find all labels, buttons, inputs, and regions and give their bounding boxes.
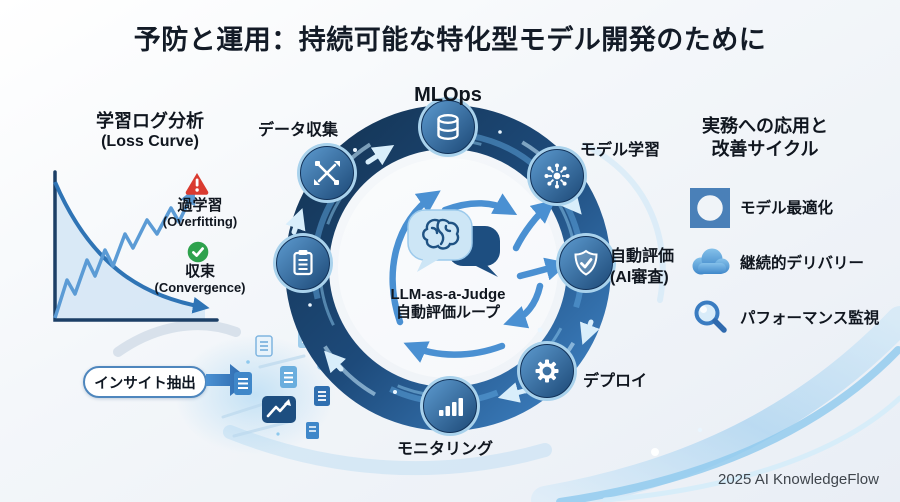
loss-curve-chart [53,170,219,322]
ring-flow-arrows [285,144,600,403]
label-monitoring: モニタリング [396,441,493,458]
node-database [418,97,478,157]
shuffle-icon [314,161,340,185]
node-model-training [527,146,587,206]
inner-loop-arrows [389,190,569,363]
label-model-training: モデル学習 [580,142,661,159]
page-title: 予防と運用：持続可能な特化型モデル開発のために [133,25,767,55]
bar-chart-icon [439,398,463,416]
warning-icon [185,173,209,195]
right-item-performance-monitoring: パフォーマンス監視 [740,310,880,327]
document-icon [306,422,319,439]
mlops-heading: MLOps [414,84,482,106]
label-deploy: デプロイ [583,373,648,390]
convergence-curve [53,181,210,314]
convergence-sublabel: (Convergence) [154,280,246,295]
overfitting-zigzag-line [53,188,196,319]
center-label-line1: LLM-as-a-Judge [390,286,506,303]
cloud-icon [692,248,730,275]
right-item-model-optimization: モデル最適化 [740,200,834,217]
document-icon [255,335,273,357]
footer-credit: 2025 AI KnowledgeFlow [718,471,879,488]
chart-axes [53,170,219,322]
node-data-collection [297,143,357,203]
label-auto-evaluation: 自動評価 [610,248,675,265]
label-auto-evaluation-sub: (AI審査) [610,269,669,286]
brain-icon [422,218,460,250]
document-icon [234,372,252,395]
clipboard-icon [293,250,313,276]
node-logs [273,233,333,293]
document-icon [314,386,330,406]
trend-chart-icon [262,396,296,423]
right-panel-heading-line2: 改善サイクル [711,139,819,159]
node-deploy [517,341,577,401]
llm-judge-icon [407,209,500,277]
loss-area-fill [55,182,205,320]
overfitting-label: 過学習 [177,197,223,214]
check-circle-icon [187,241,209,263]
center-label-line2: 自動評価ループ [395,304,501,321]
gear-icon [690,188,730,228]
loss-analysis-heading: 学習ログ分析 [96,111,204,131]
database-icon [437,113,459,140]
convergence-label: 収束 [184,263,215,280]
right-panel-heading-line1: 実務への応用と [702,116,828,136]
node-auto-evaluation [556,233,616,293]
loss-analysis-subheading: (Loss Curve) [101,133,199,150]
overfitting-sublabel: (Overfitting) [162,214,238,229]
insight-extraction-label: インサイト抽出 [94,375,196,392]
label-data-collection: データ収集 [257,122,338,139]
right-item-continuous-delivery: 継続的デリバリー [740,255,865,272]
magnifier-icon [694,300,727,333]
atom-icon [544,163,570,189]
shield-check-icon [574,249,598,276]
node-monitoring [420,376,480,436]
document-icon [280,366,297,388]
